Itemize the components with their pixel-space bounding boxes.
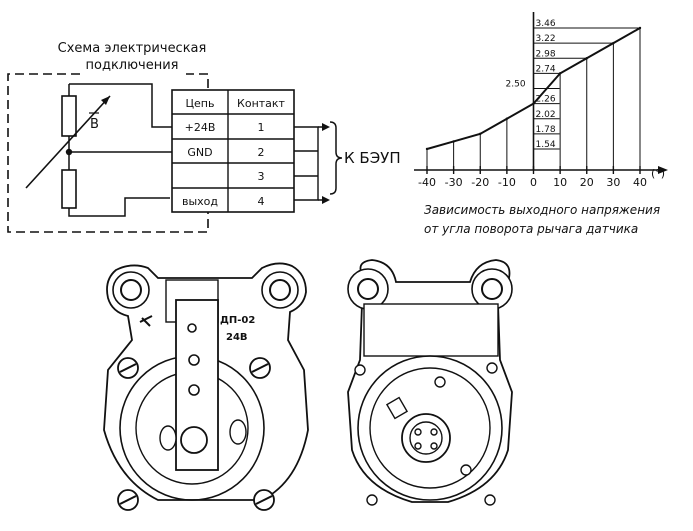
- table-cell-contact: 2: [258, 146, 265, 159]
- chart-value-label: 2.02: [536, 110, 556, 120]
- back-ring-outer: [357, 355, 503, 501]
- chart-value-label: 2.74: [536, 64, 556, 74]
- arrow-head-icon: [322, 196, 330, 204]
- table-cell-contact: 1: [258, 121, 265, 134]
- device-voltage-label: 24В: [226, 332, 248, 343]
- chart-value-label: 1.54: [536, 140, 556, 150]
- device-model-label: ДП-02: [220, 315, 255, 326]
- chart-value-label: 2.50: [506, 80, 526, 90]
- chart-value-labels: 3.46 3.22 2.98 2.74 2.50 2.26 2.02 1.78 1.54: [506, 19, 556, 150]
- dashed-enclosure: [7, 73, 209, 233]
- bus-arrows: [318, 126, 328, 201]
- lever-hole-small: [187, 323, 197, 333]
- chart-x-tick-label: -20: [471, 176, 489, 189]
- chart-x-tick-label: 0: [530, 176, 537, 189]
- chart-axes: [414, 12, 668, 174]
- screw-icon: [253, 489, 275, 511]
- chart-data-point: [558, 72, 562, 75]
- chart-data-point: [638, 26, 642, 30]
- table-cell-contact: 3: [258, 170, 265, 183]
- chart-caption-line1: Зависимость выходного напряжения: [424, 203, 660, 217]
- slot-cutout: [159, 425, 177, 451]
- chart-x-axis-label: (°): [651, 167, 665, 180]
- connector-insert: [409, 421, 443, 455]
- manufacturer-logo-icon: [139, 315, 153, 327]
- chart-x-tick-label: -10: [498, 176, 516, 189]
- bus-leads: [294, 126, 319, 201]
- back-hole: [434, 376, 446, 388]
- chart-value-label: 1.78: [536, 125, 556, 135]
- mount-hole-left: [357, 278, 379, 300]
- mount-hole-right: [269, 279, 291, 301]
- chart-data-point: [585, 57, 588, 60]
- chart-value-label: 2.26: [536, 95, 556, 105]
- sensor-back-view: [347, 259, 513, 506]
- connector-key: [385, 396, 409, 420]
- curly-brace: [329, 121, 343, 195]
- x-axis-arrow-icon: [658, 166, 668, 174]
- table-cell-circuit: +24В: [185, 121, 216, 134]
- back-hole: [486, 362, 498, 374]
- back-hole: [460, 464, 472, 476]
- table-cell-circuit: GND: [187, 146, 212, 159]
- table-header-contact: Контакт: [237, 97, 286, 110]
- chart-x-tick-label: -40: [418, 176, 436, 189]
- mount-hole-right: [481, 278, 503, 300]
- chart-series: [425, 26, 642, 151]
- chart-data-point: [452, 140, 455, 143]
- lever-hole-small: [188, 354, 200, 366]
- chart-value-label: 3.22: [536, 34, 556, 44]
- wiring-scheme: Схема электрическая подключения B Цепь К…: [7, 41, 401, 233]
- scheme-title-line2: подключения: [86, 58, 179, 73]
- chart-value-label: 3.46: [536, 19, 556, 29]
- chart-data-point: [425, 147, 429, 151]
- connector-table: Цепь Контакт +24В 1 GND 2 3 выход 4: [171, 89, 295, 213]
- back-plate: [363, 303, 499, 357]
- voltage-angle-chart: 3.46 3.22 2.98 2.74 2.50 2.26 2.02 1.78 1.54 -40…: [414, 12, 668, 236]
- chart-data-point: [612, 41, 615, 45]
- wire-plus24: [69, 83, 172, 128]
- connector-pin: [430, 442, 438, 450]
- chart-ticks: -40 -30 -20 -10 0 10 20 30 40: [418, 166, 647, 189]
- table-cell-contact: 4: [258, 195, 265, 208]
- screw-icon: [117, 489, 139, 511]
- back-hole: [366, 494, 378, 506]
- resistor-top: [61, 95, 77, 137]
- connector-pin: [414, 442, 422, 450]
- sensor-front-view: ДП-02 24В: [103, 262, 309, 511]
- chart-x-tick-label: 10: [553, 176, 567, 189]
- chart-data-point: [532, 102, 535, 105]
- chart-x-tick-label: 40: [633, 176, 647, 189]
- chart-caption-line2: от угла поворота рычага датчика: [424, 222, 638, 236]
- resistor-chain-wire: [68, 84, 170, 217]
- screw-icon: [249, 357, 271, 379]
- lever-pivot: [180, 426, 208, 454]
- chart-data-point: [479, 132, 482, 136]
- slot-cutout: [229, 419, 247, 445]
- bus-label: К БЭУП: [344, 149, 401, 167]
- table-header-circuit: Цепь: [186, 97, 215, 110]
- connector-pin: [430, 428, 438, 436]
- arrow-head-icon: [101, 96, 110, 105]
- arrow-head-icon: [322, 123, 330, 131]
- chart-value-label: 2.98: [536, 49, 556, 59]
- back-hole: [484, 494, 496, 506]
- chart-data-point: [505, 117, 509, 120]
- chart-x-tick-label: -30: [445, 176, 463, 189]
- screw-icon: [117, 357, 139, 379]
- variable-arrow: [25, 95, 111, 189]
- resistor-bottom: [61, 169, 77, 209]
- scheme-title-line1: Схема электрическая: [58, 41, 207, 56]
- vector-label: B: [90, 117, 99, 132]
- table-cell-circuit: выход: [182, 195, 218, 208]
- table-frame: [171, 89, 295, 213]
- mount-hole-left: [120, 279, 142, 301]
- back-hole: [354, 364, 366, 376]
- chart-x-tick-label: 30: [606, 176, 620, 189]
- chart-x-tick-label: 20: [580, 176, 594, 189]
- lever-hole-small: [188, 384, 200, 396]
- connector-pin: [414, 428, 422, 436]
- back-ring-inner: [369, 367, 491, 489]
